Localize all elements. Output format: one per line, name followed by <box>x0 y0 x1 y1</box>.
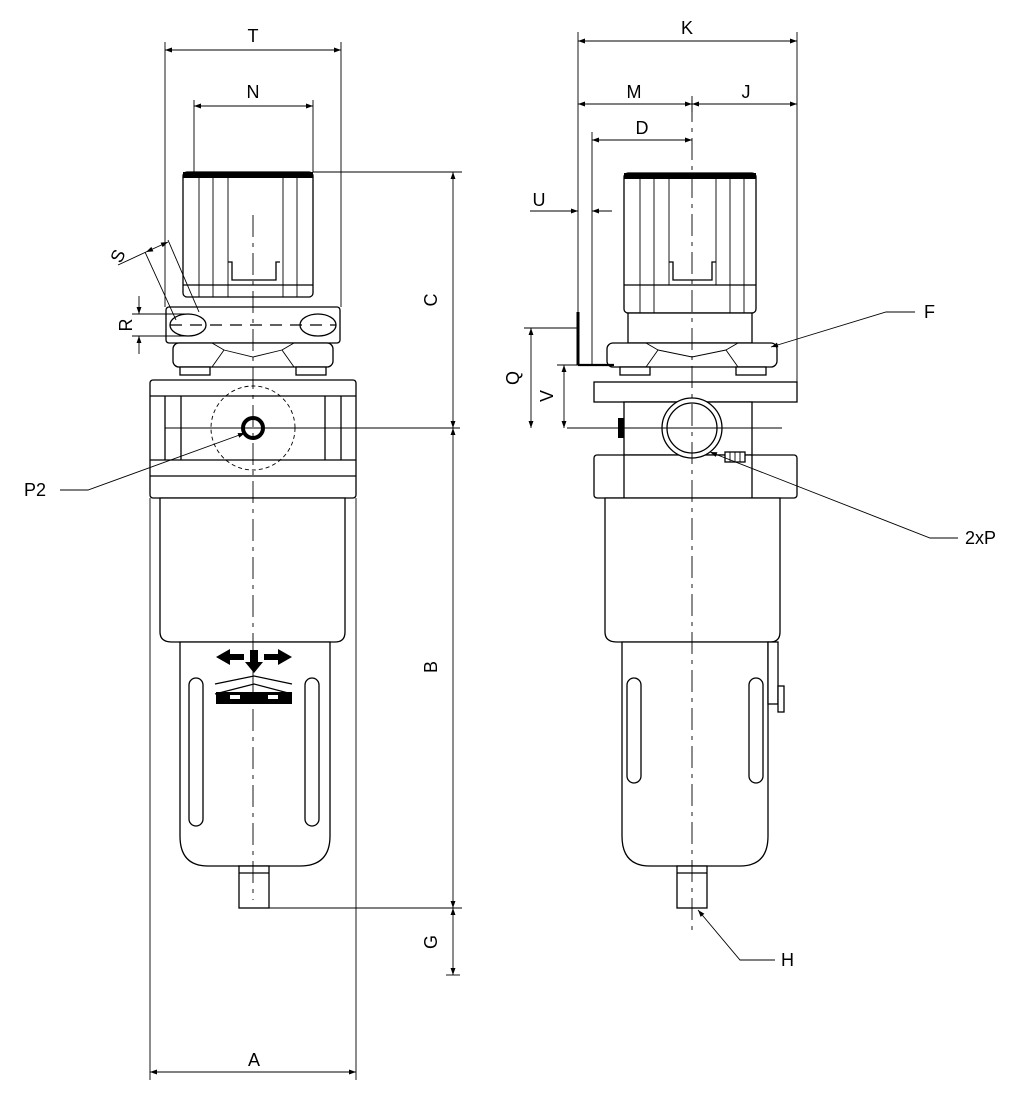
label-G: G <box>421 935 441 949</box>
dimension-labels: T N S R C P2 B G A K M J D U F Q V 2xP H <box>24 18 996 1070</box>
filter-bowl-side <box>604 497 785 909</box>
label-S: S <box>106 246 129 265</box>
regulator-body-side <box>593 381 798 499</box>
label-V: V <box>537 390 557 402</box>
label-2xP: 2xP <box>965 528 996 548</box>
front-view <box>149 171 460 909</box>
adjusting-knob-side <box>623 172 757 344</box>
label-N: N <box>247 82 260 102</box>
panel-nut-side <box>606 342 778 376</box>
label-D: D <box>636 118 649 138</box>
front-view-dimensions <box>60 42 462 1080</box>
label-Q: Q <box>503 371 523 385</box>
filter-bowl <box>159 497 346 909</box>
label-H: H <box>781 950 794 970</box>
label-A: A <box>248 1050 260 1070</box>
label-M: M <box>627 82 642 102</box>
label-K: K <box>681 18 693 38</box>
label-R: R <box>116 319 136 332</box>
label-T: T <box>248 26 259 46</box>
label-B: B <box>421 661 441 673</box>
label-U: U <box>533 190 546 210</box>
label-F: F <box>924 302 935 322</box>
side-view-dimensions <box>524 32 958 961</box>
adjusting-knob <box>182 171 314 298</box>
label-C: C <box>421 294 441 307</box>
side-view <box>567 100 798 930</box>
label-J: J <box>742 82 751 102</box>
label-P2: P2 <box>24 480 46 500</box>
